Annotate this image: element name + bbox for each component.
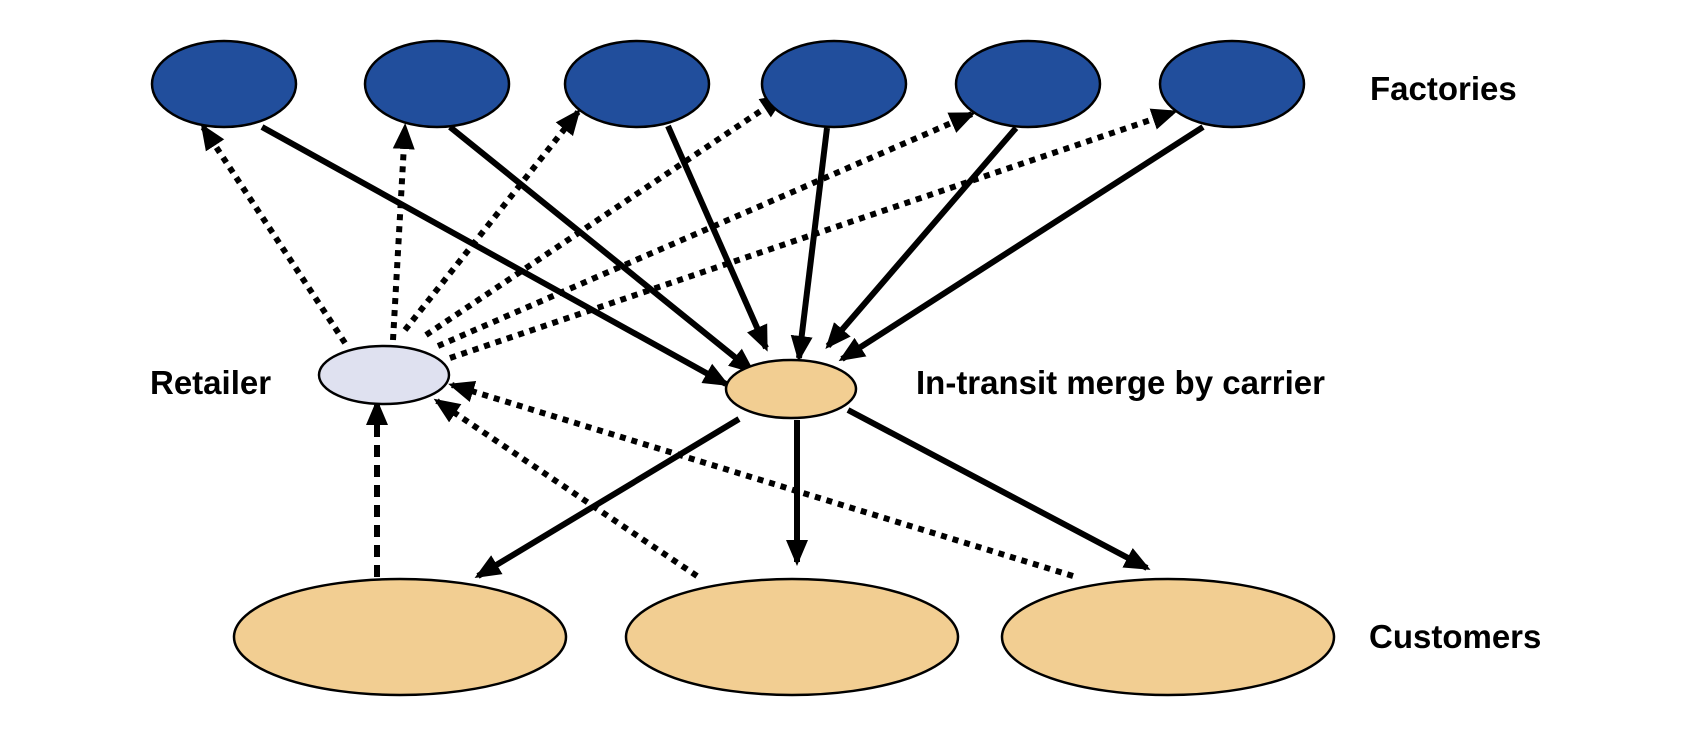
edge-dotted-customer-3-to-retailer (448, 380, 1074, 579)
factory-node-factory-4 (760, 39, 908, 129)
edge-solid-merge-to-customer-1 (474, 416, 741, 579)
edge-solid-factory-3-to-merge (665, 124, 769, 352)
customer-node-customer-3 (1000, 577, 1336, 697)
edge-dotted-retailer-to-factory-4 (424, 93, 787, 338)
nodes-layer (150, 39, 1336, 697)
edge-solid-factory-6-to-merge (838, 124, 1205, 362)
customers-label: Customers (1369, 618, 1541, 655)
customer-node-customer-2 (624, 577, 960, 697)
merge-label: In-transit merge by carrier (916, 364, 1325, 401)
factory-node-factory-5 (954, 39, 1102, 129)
edge-dotted-retailer-to-factory-2 (390, 123, 415, 341)
edge-solid-factory-5-to-merge (825, 126, 1019, 350)
factory-node-factory-3 (563, 39, 711, 129)
edge-solid-factory-2-to-merge (448, 124, 756, 374)
edge-dotted-retailer-to-factory-3 (402, 108, 581, 332)
edge-solid-merge-to-customer-3 (846, 407, 1151, 571)
edges-layer (200, 93, 1205, 579)
edge-dotted-retailer-to-factory-6 (449, 108, 1178, 361)
retailer-node-retailer (317, 344, 451, 406)
factory-node-factory-1 (150, 39, 298, 129)
edge-solid-factory-4-to-merge (790, 127, 830, 362)
factory-node-factory-2 (363, 39, 511, 129)
edge-dotted-retailer-to-factory-5 (436, 111, 976, 349)
factory-node-factory-6 (1158, 39, 1306, 129)
retailer-label: Retailer (150, 364, 271, 401)
edge-solid-factory-1-to-merge (260, 124, 730, 387)
edge-dotted-customer-2-to-retailer (433, 398, 699, 579)
factories-label: Factories (1370, 70, 1517, 107)
customer-node-customer-1 (232, 577, 568, 697)
merge-node-merge (724, 358, 858, 420)
